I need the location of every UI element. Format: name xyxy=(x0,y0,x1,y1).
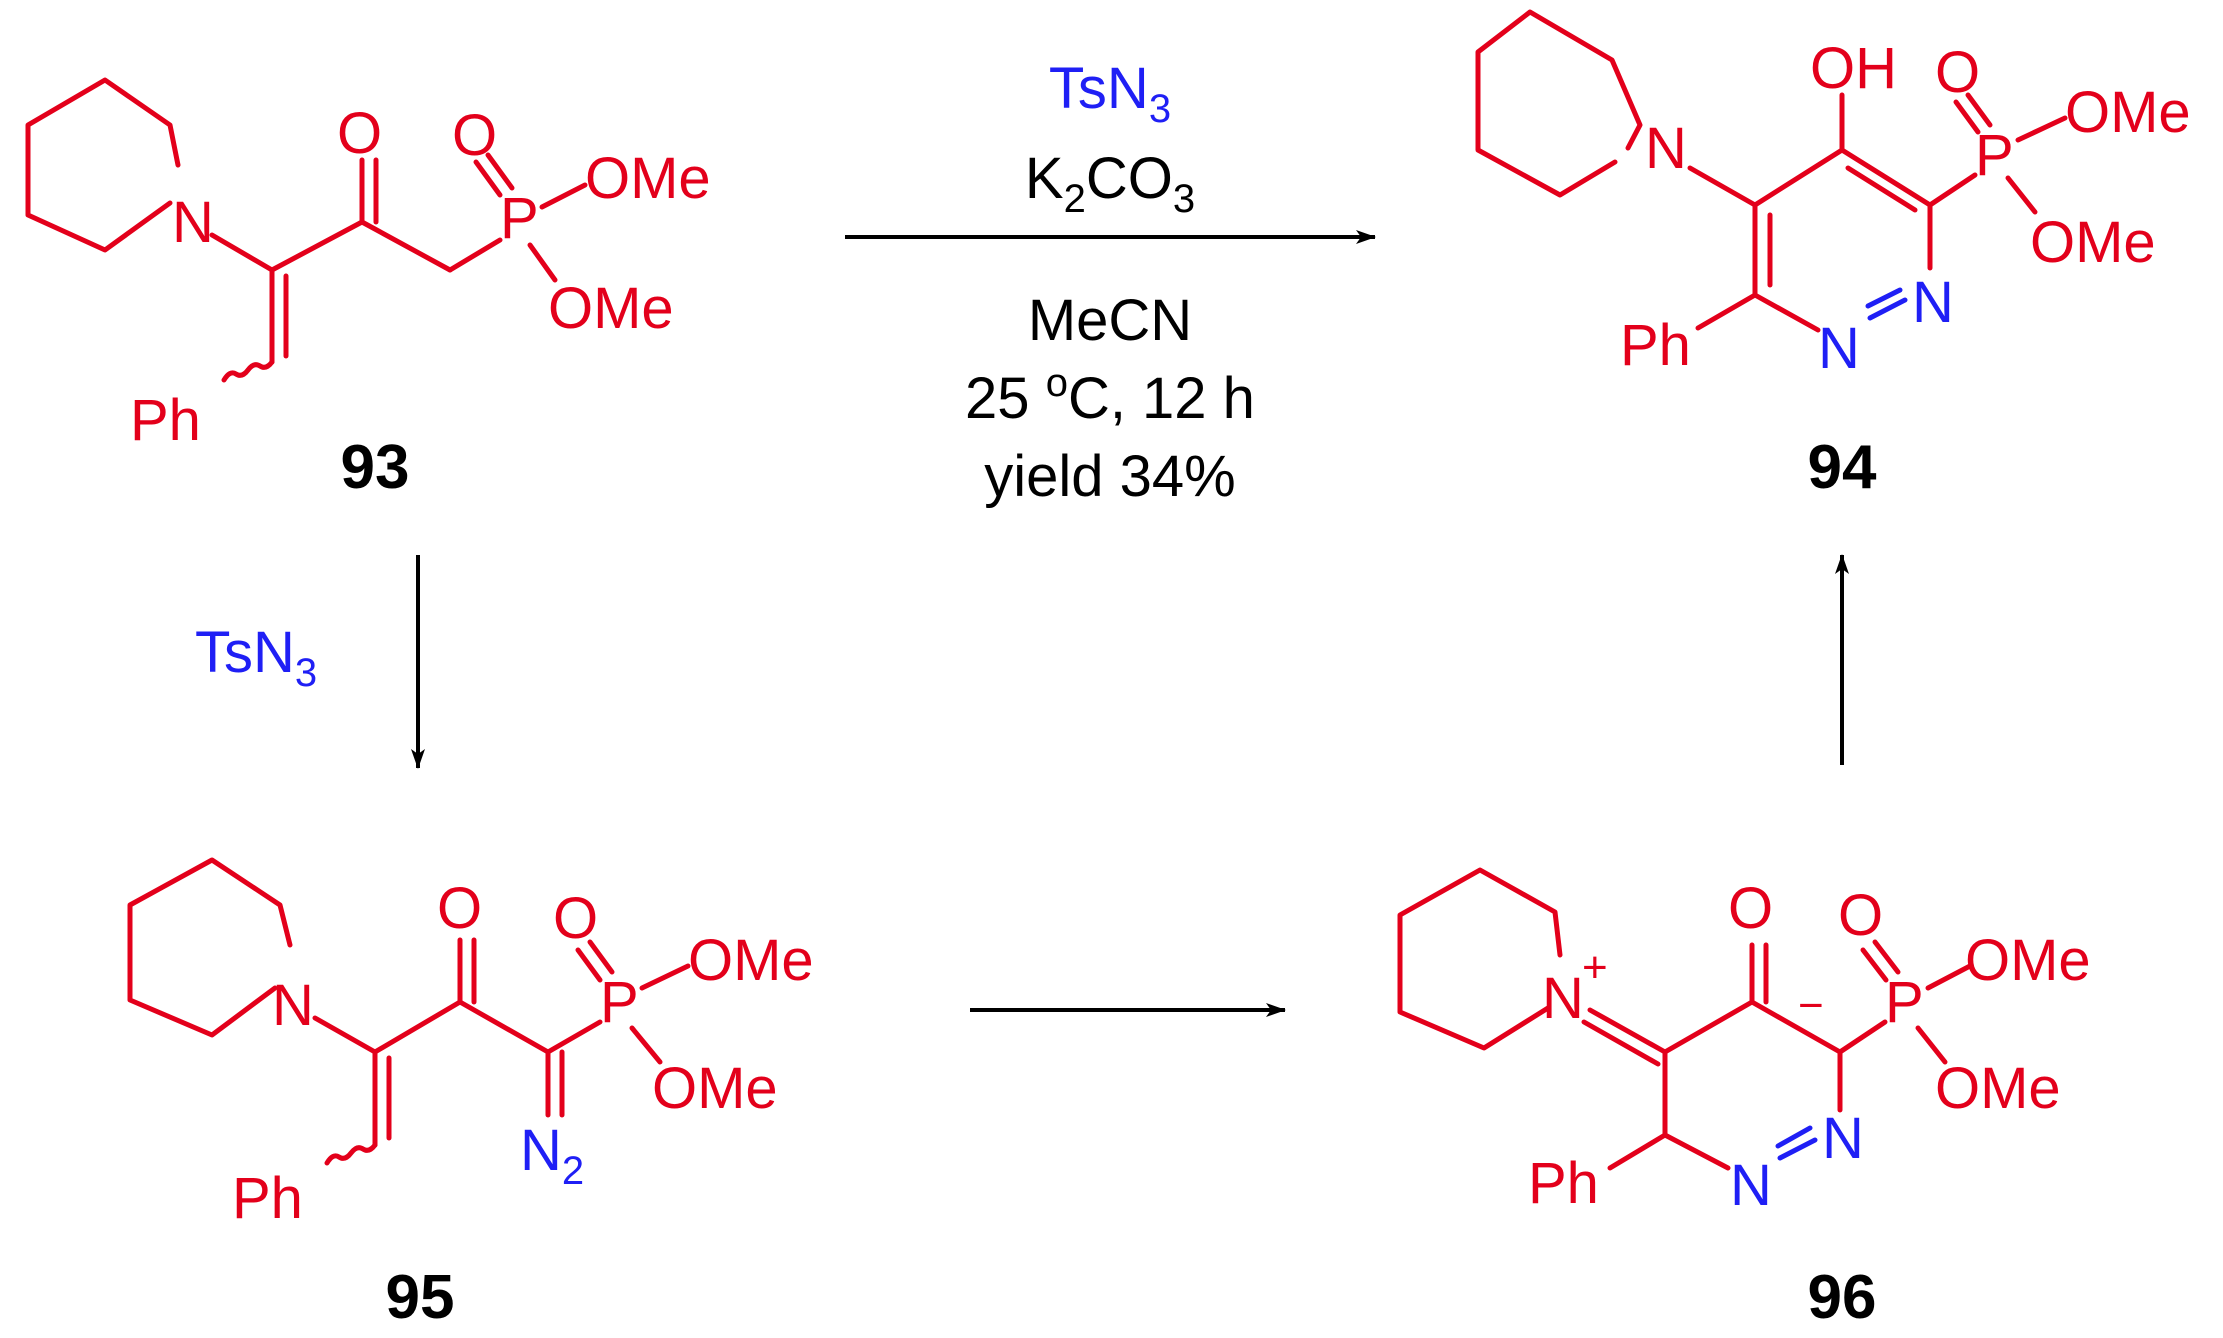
bond-95 xyxy=(545,1019,603,1055)
atom-ph-94: Ph xyxy=(1620,313,1691,378)
atom-n2-96: N xyxy=(1822,1106,1864,1171)
atom-o-95: O xyxy=(437,876,482,941)
plus-charge-96: + xyxy=(1582,943,1608,992)
reagent-tsn3-left: TsN3 xyxy=(195,620,317,695)
piperidine-ring-94 xyxy=(1475,9,1643,198)
bond-94 xyxy=(1927,172,1978,208)
compound-label-94: 94 xyxy=(1808,433,1877,502)
bond-94 xyxy=(2015,115,2068,143)
wavy-bond-95 xyxy=(324,1142,378,1166)
bond-93 xyxy=(269,219,365,273)
atom-n-95: N xyxy=(272,973,314,1038)
bond-93 xyxy=(209,232,275,273)
bond-96 xyxy=(1581,1019,1661,1067)
atom-n-94: N xyxy=(1645,116,1687,181)
bond-94 xyxy=(1845,165,1918,213)
atom-o2-96: O xyxy=(1838,883,1883,948)
atom-ome1-94: OMe xyxy=(2065,80,2191,145)
atom-o2-95: O xyxy=(553,886,598,951)
bond-96 xyxy=(1749,999,1843,1055)
bond-94 xyxy=(1953,99,1981,135)
bond-93 xyxy=(527,242,558,283)
yield-text: yield 34% xyxy=(984,444,1235,509)
bond-96 xyxy=(1662,999,1755,1055)
bond-93 xyxy=(485,152,515,191)
piperidine-ring-93 xyxy=(25,77,181,253)
bond-93 xyxy=(447,237,503,273)
bond-94 xyxy=(1839,147,1933,208)
atom-ph-96: Ph xyxy=(1528,1151,1599,1216)
atom-ome2-96: OMe xyxy=(1935,1056,2061,1121)
bond-95 xyxy=(587,939,615,975)
bond-96 xyxy=(1915,1025,1948,1065)
atom-n-93: N xyxy=(172,190,214,255)
bond-93 xyxy=(539,182,588,210)
piperidine-ring-96 xyxy=(1397,867,1563,1051)
atom-n1-96: N xyxy=(1730,1153,1772,1218)
bond-93 xyxy=(359,219,453,273)
minus-charge-96: − xyxy=(1798,981,1824,1030)
bond-96 xyxy=(1837,1019,1888,1055)
bond-96 xyxy=(1925,963,1973,991)
atom-n2-94: N xyxy=(1912,270,1954,335)
atom-n2-95: N2 xyxy=(520,1118,584,1193)
atom-n1-94: N xyxy=(1818,316,1860,381)
atom-ome2-93: OMe xyxy=(548,276,674,341)
atom-p-95: P xyxy=(600,970,639,1035)
atom-p-96: P xyxy=(1885,970,1924,1035)
atom-ome1-95: OMe xyxy=(688,928,814,993)
bond-95 xyxy=(457,999,551,1055)
atom-p-93: P xyxy=(500,186,539,251)
atom-ome1-96: OMe xyxy=(1965,928,2091,993)
bond-95 xyxy=(629,1025,663,1065)
atom-ome2-94: OMe xyxy=(2030,210,2156,275)
atom-o-94: O xyxy=(1935,40,1980,105)
bond-94 xyxy=(1865,287,1903,309)
reagent-k2co3: K2CO3 xyxy=(1025,146,1195,221)
bond-96 xyxy=(1587,1007,1668,1055)
bond-93 xyxy=(473,159,503,198)
wavy-bond-93 xyxy=(221,359,275,383)
bond-95 xyxy=(372,999,463,1055)
bond-94 xyxy=(2005,175,2038,215)
compound-94: N OH N N Ph P O OMe OMe 94 xyxy=(1475,9,2191,502)
bond-96 xyxy=(1662,1132,1731,1171)
solvent-mecn: MeCN xyxy=(1028,288,1192,353)
bond-95 xyxy=(312,1015,378,1055)
atom-ph-93: Ph xyxy=(130,388,201,453)
bond-95 xyxy=(575,947,603,983)
atom-ph-95: Ph xyxy=(232,1166,303,1231)
conditions-top: TsN3 K2CO3 MeCN 25 oC, 12 h yield 34% xyxy=(965,56,1255,509)
atom-o-96: O xyxy=(1728,876,1773,941)
bond-94 xyxy=(1695,292,1758,331)
compound-93: N Ph O P O OMe OMe 93 xyxy=(25,77,711,502)
atom-n-96: N xyxy=(1542,966,1584,1031)
compound-label-96: 96 xyxy=(1808,1263,1877,1332)
bond-96 xyxy=(1872,939,1901,975)
bond-96 xyxy=(1777,1137,1818,1161)
reagent-tsn3-top: TsN3 xyxy=(1049,56,1171,131)
bond-94 xyxy=(1965,92,1993,128)
bond-94 xyxy=(1752,292,1821,333)
temperature-time: 25 oC, 12 h xyxy=(965,361,1255,431)
compound-label-93: 93 xyxy=(341,433,410,502)
atom-oh-94: OH xyxy=(1810,36,1897,101)
atom-ome2-95: OMe xyxy=(652,1056,778,1121)
bond-94 xyxy=(1752,147,1845,208)
compound-95: N Ph O N2 P O OMe OMe 95 xyxy=(127,857,814,1332)
atom-o-93: O xyxy=(337,101,382,166)
piperidine-ring-95 xyxy=(127,857,293,1038)
bond-96 xyxy=(1775,1125,1813,1149)
bond-94 xyxy=(1687,165,1758,208)
atom-o2-93: O xyxy=(452,103,497,168)
bond-96 xyxy=(1860,947,1889,983)
bond-95 xyxy=(639,963,691,991)
compound-96: N + O − N N Ph P O OMe OMe 96 xyxy=(1397,867,2091,1332)
compound-label-95: 95 xyxy=(386,1263,455,1332)
atom-ome1-93: OMe xyxy=(585,146,711,211)
bond-96 xyxy=(1607,1132,1668,1171)
bond-94 xyxy=(1867,297,1908,321)
